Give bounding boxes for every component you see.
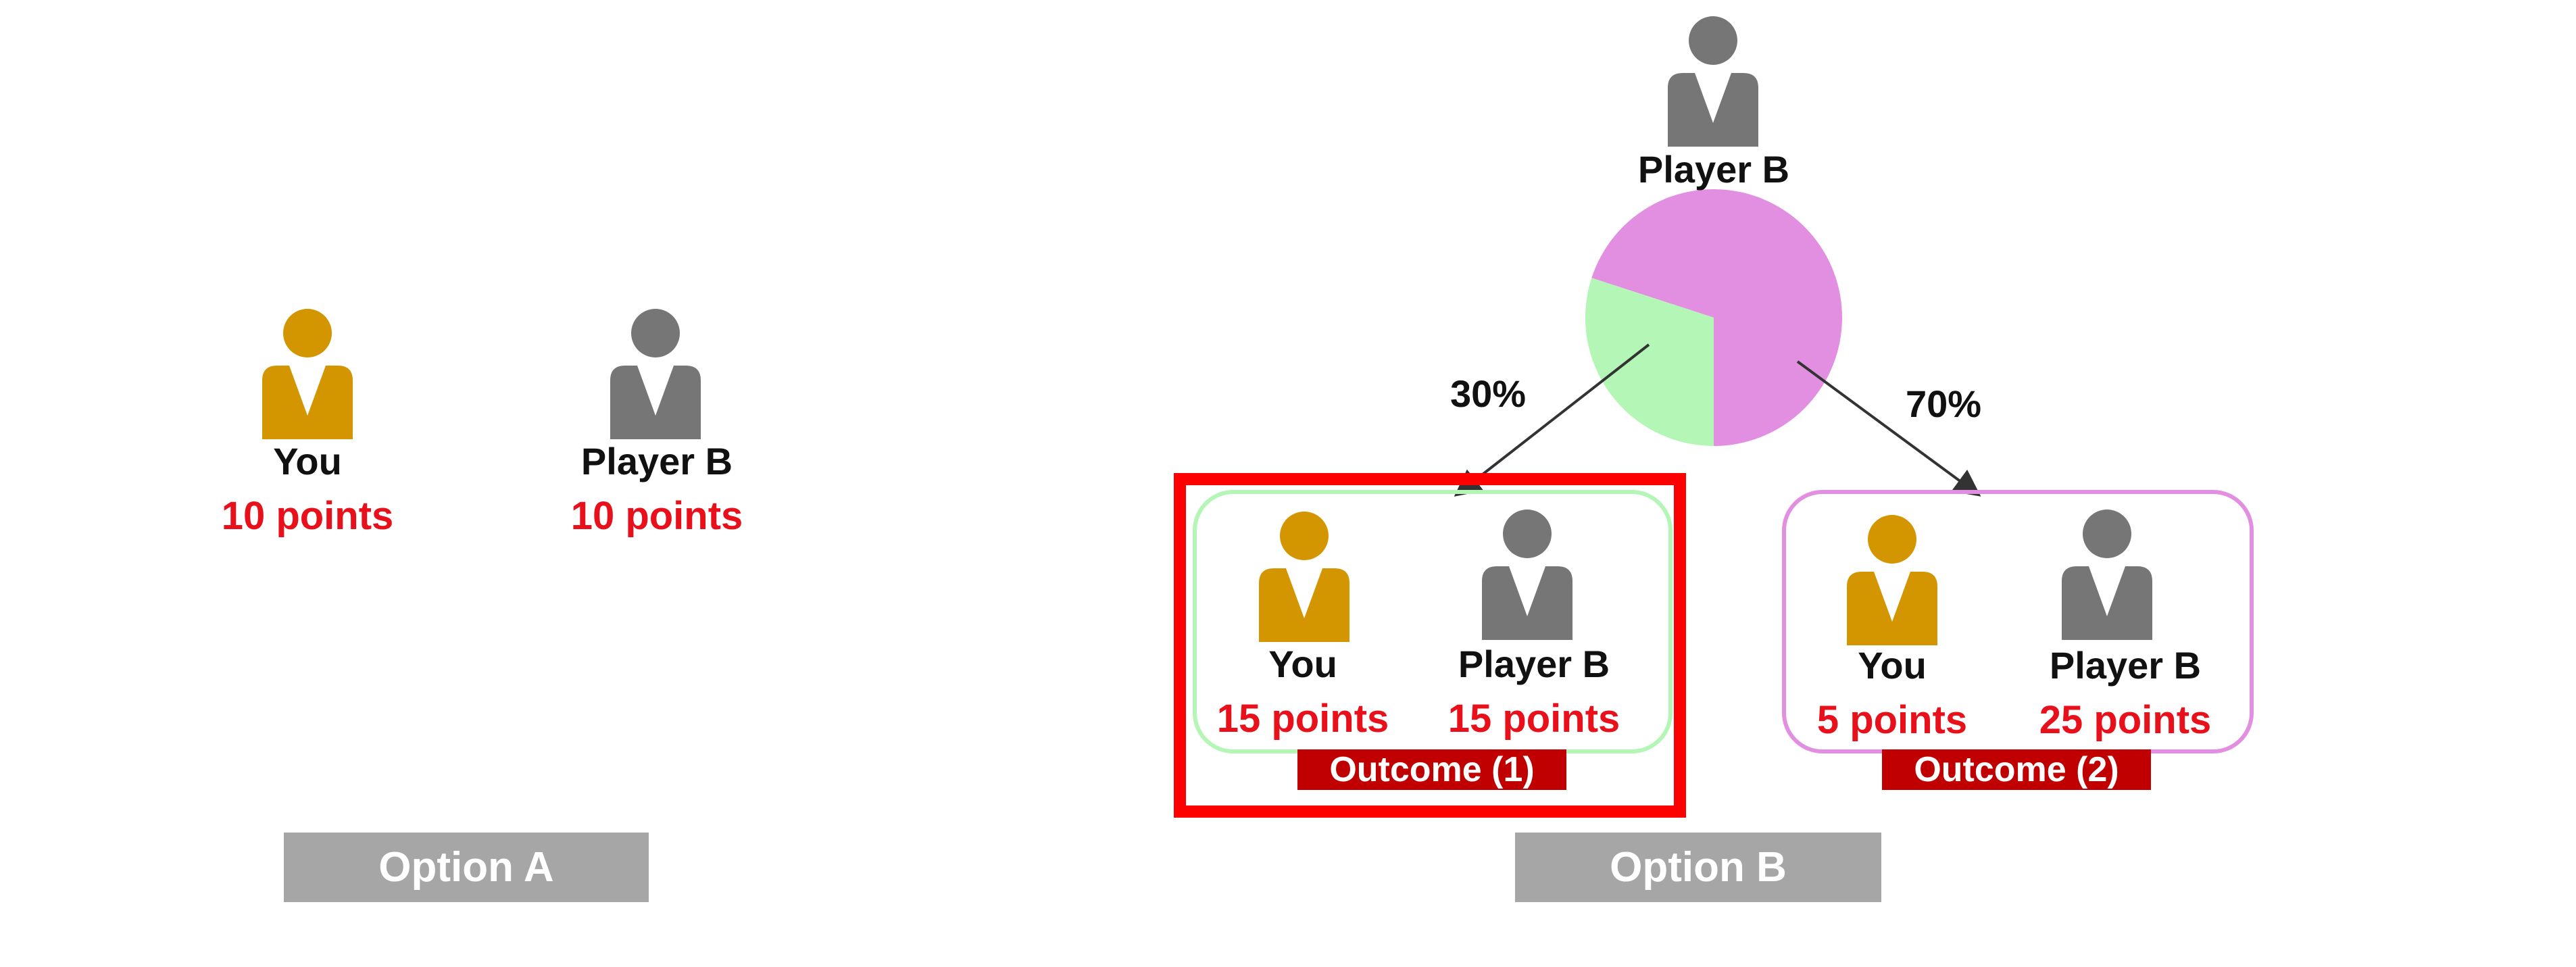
probability-label-outcome-2: 70%	[1906, 382, 1982, 425]
outcome-2-you-icon	[1841, 514, 1943, 645]
arrow-to-outcome-2	[1796, 360, 1981, 497]
option-a-player-b-points: 10 points	[570, 494, 743, 538]
outcome-2-you-points: 5 points	[1816, 698, 1968, 742]
pie-slice-outcome-1	[1585, 278, 1714, 446]
outcome-1-player-b-points: 15 points	[1447, 697, 1620, 741]
probability-label-outcome-1: 30%	[1450, 372, 1527, 415]
outcome-1-you-name: You	[1268, 643, 1337, 685]
option-a-player-b-name: Player B	[580, 440, 733, 482]
arrow-to-outcome-1	[1454, 343, 1650, 497]
outcome-2-you-name: You	[1858, 644, 1927, 687]
outcome-1-player-b-icon	[1477, 508, 1578, 640]
outcome-1-label: Outcome (1)	[1297, 749, 1566, 790]
chooser-player-b-icon	[1662, 15, 1764, 147]
outcome-1-you-points: 15 points	[1216, 697, 1389, 741]
outcome-1-player-b-name: Player B	[1458, 643, 1610, 685]
selected-outcome-highlight	[1174, 473, 1686, 818]
probability-pie-chart	[1585, 189, 1843, 446]
outcome-2-player-b-name: Player B	[2049, 644, 2202, 687]
player-b-person-icon	[605, 307, 706, 439]
option-a-you-name: You	[273, 440, 342, 482]
pie-slice-outcome-2	[1591, 189, 1843, 446]
outcome-1-you-icon	[1254, 510, 1355, 642]
you-person-icon	[257, 307, 358, 439]
option-b-button[interactable]: Option B	[1515, 833, 1881, 902]
outcome-2-label: Outcome (2)	[1882, 749, 2151, 790]
outcome-2-player-b-icon	[2056, 508, 2158, 640]
option-a-button[interactable]: Option A	[284, 833, 649, 902]
option-a-you-points: 10 points	[221, 494, 394, 538]
chooser-player-b-name: Player B	[1637, 148, 1790, 191]
outcome-2-player-b-points: 25 points	[2039, 698, 2212, 742]
